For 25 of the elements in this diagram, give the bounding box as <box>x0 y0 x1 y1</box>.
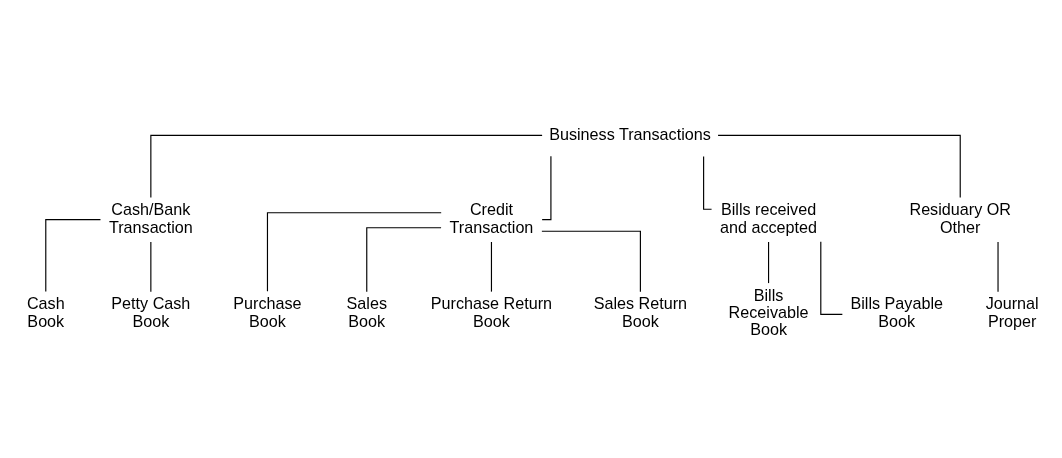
node-text: Cash Book <box>26 293 65 330</box>
connector <box>768 240 770 284</box>
connector <box>820 240 843 315</box>
node-text: Petty Cash Book <box>111 293 191 330</box>
connector <box>490 240 493 292</box>
node-text: Bills Payable Book <box>850 293 943 330</box>
node-text: Purchase Return Book <box>430 293 553 330</box>
node-text: Bills Receivable Book <box>728 285 809 338</box>
connector <box>366 226 442 292</box>
connector <box>150 240 152 292</box>
node-text: Sales Book <box>346 293 387 330</box>
node-text: Purchase Book <box>233 293 302 330</box>
node-text: Credit Transaction <box>449 199 534 236</box>
node-text: Cash/Bank Transaction <box>108 199 193 236</box>
node-text: Bills received and accepted <box>720 199 818 236</box>
node-text: Sales Return Book <box>593 293 688 330</box>
connector <box>266 211 442 292</box>
node-text: Journal Proper <box>985 293 1039 330</box>
connector <box>150 134 543 198</box>
connector <box>541 230 641 292</box>
connector <box>541 155 552 220</box>
node-text: Residuary OR Other <box>909 199 1011 236</box>
connector <box>717 134 961 198</box>
node-text: Business Transactions <box>549 124 711 143</box>
connector <box>45 218 102 292</box>
